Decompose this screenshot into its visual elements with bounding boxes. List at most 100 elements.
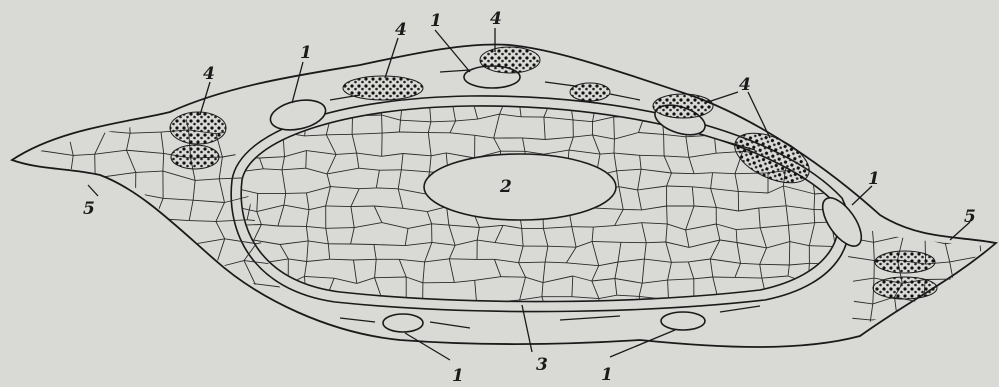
cell-wall	[375, 277, 407, 278]
cell-wall	[354, 259, 377, 260]
cell-wall	[312, 216, 338, 218]
cell-wall	[713, 99, 716, 118]
cell-wall	[642, 98, 644, 118]
label-5-right: 5	[964, 207, 976, 227]
cell-wall	[35, 217, 37, 239]
cell-wall	[226, 305, 254, 306]
cell-wall	[640, 155, 642, 169]
cell-wall	[664, 156, 671, 173]
cell-wall	[786, 206, 788, 225]
cell-wall	[809, 263, 835, 264]
cell-wall	[858, 150, 881, 154]
cell-wall	[593, 226, 614, 228]
cell-wall	[504, 100, 519, 104]
cell-wall	[100, 260, 137, 268]
cell-wall	[161, 132, 164, 153]
cell-wall	[760, 264, 762, 278]
cell-wall	[572, 297, 599, 299]
cell-wall	[337, 325, 343, 354]
cell-wall	[245, 332, 246, 354]
cell-wall	[760, 103, 767, 116]
cell-wall	[760, 264, 790, 265]
cell-wall	[833, 298, 838, 320]
cell-wall	[837, 298, 855, 300]
cell-wall	[305, 354, 337, 355]
cell-wall	[831, 152, 835, 171]
cell-wall	[759, 337, 791, 338]
cell-wall	[351, 244, 374, 245]
cell-wall	[878, 189, 886, 205]
cell-wall	[161, 306, 189, 307]
cell-wall	[280, 245, 288, 259]
cell-wall	[477, 228, 479, 241]
cell-wall	[569, 312, 598, 316]
cell-wall	[713, 277, 717, 295]
cell-wall	[615, 262, 618, 279]
cell-wall	[615, 209, 624, 225]
cell-wall	[692, 187, 710, 189]
cell-wall	[544, 150, 569, 154]
cell-wall	[739, 208, 759, 211]
cell-wall	[479, 225, 503, 227]
cell-wall	[328, 244, 329, 259]
cell-wall	[666, 242, 672, 262]
cell-wall	[374, 245, 405, 246]
cell-wall	[867, 344, 875, 359]
cell-wall	[573, 276, 592, 281]
cell-wall	[736, 230, 737, 243]
cell-wall	[307, 193, 310, 210]
cell-wall	[953, 279, 982, 282]
cell-wall	[450, 331, 472, 334]
cell-wall	[163, 171, 195, 180]
cell-wall	[65, 114, 69, 135]
cell-wall	[495, 315, 521, 318]
cell-wall	[335, 172, 336, 194]
cell-wall	[567, 312, 569, 335]
cell-wall	[350, 297, 355, 318]
cell-wall	[215, 330, 245, 332]
cell-wall	[998, 263, 999, 284]
cell-wall	[106, 131, 130, 133]
cell-wall	[335, 156, 344, 172]
cell-wall	[374, 206, 382, 223]
cell-wall	[327, 168, 359, 174]
cell-wall	[495, 225, 503, 242]
cell-wall	[592, 241, 621, 242]
cell-wall	[67, 260, 100, 268]
cell-wall	[666, 242, 689, 247]
cell-wall	[642, 280, 667, 283]
cell-wall	[642, 206, 667, 210]
cell-wall	[353, 115, 382, 116]
cell-wall	[686, 206, 694, 230]
cell-wall	[218, 283, 255, 284]
cell-wall	[692, 187, 694, 206]
cell-wall	[782, 98, 787, 115]
cell-wall	[615, 279, 642, 284]
cell-wall	[881, 135, 887, 150]
cell-wall	[543, 227, 571, 229]
cell-wall	[921, 196, 923, 223]
cell-wall	[326, 228, 354, 229]
cell-wall	[193, 180, 195, 200]
cell-wall	[136, 171, 163, 172]
cell-wall	[713, 173, 735, 174]
cell-wall	[351, 189, 359, 207]
cell-wall	[759, 320, 761, 338]
cell-wall	[235, 139, 238, 158]
cell-wall	[429, 97, 431, 122]
cell-wall	[856, 114, 879, 120]
cell-wall	[66, 325, 97, 326]
cell-wall	[15, 263, 46, 265]
cell-wall	[831, 171, 863, 174]
cell-wall	[237, 117, 264, 120]
cell-wall	[519, 262, 546, 263]
cell-wall	[542, 297, 548, 316]
cell-wall	[64, 288, 67, 309]
cell-wall	[668, 262, 672, 280]
cell-wall	[519, 246, 524, 263]
cell-wall	[189, 290, 197, 307]
cell-wall	[477, 302, 480, 318]
cell-wall	[874, 242, 875, 260]
cell-wall	[842, 343, 846, 359]
